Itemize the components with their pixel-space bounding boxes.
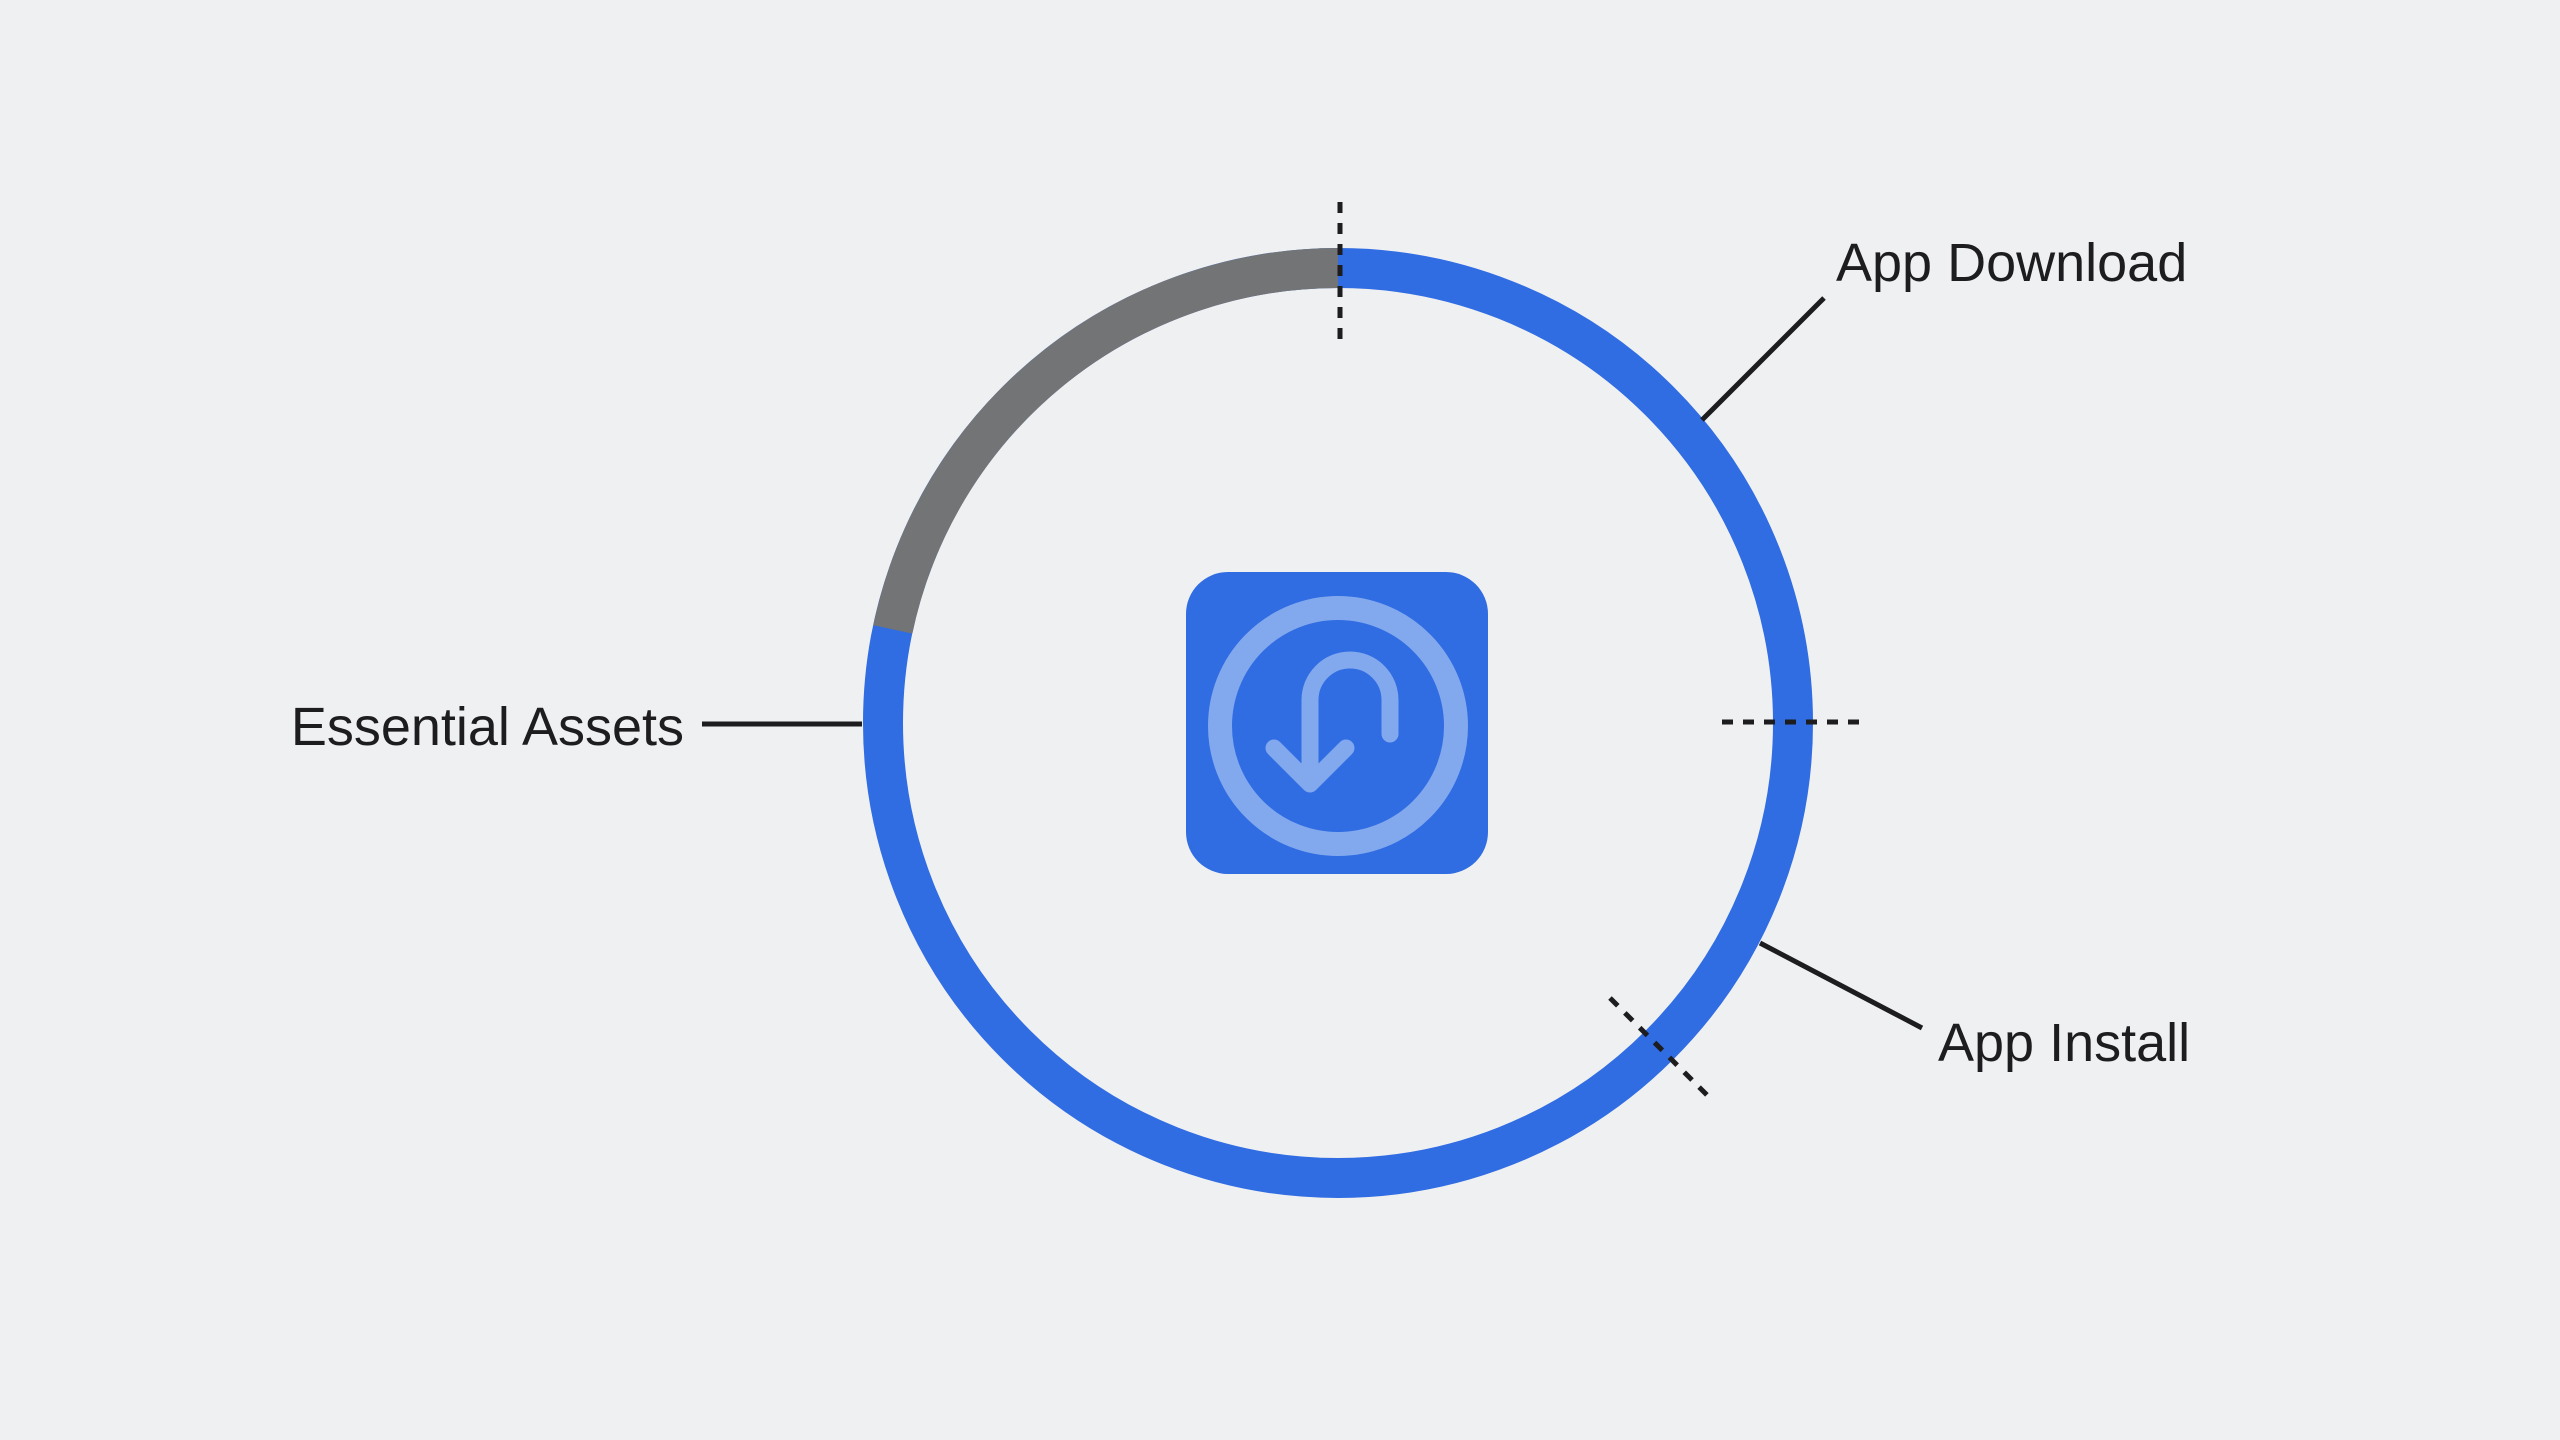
download-progress-app-icon [1186,572,1488,874]
label-app-download: App Download [1836,233,2187,293]
app-icon-ring [1208,596,1468,856]
label-essential-assets: Essential Assets [291,697,684,757]
leader-lines [702,296,1924,1031]
ring-remaining-arc [873,248,1339,634]
label-app-install: App Install [1938,1013,2190,1073]
marker-bottom-right [1608,996,1712,1100]
segment-markers [1337,202,1866,1100]
download-arrow-icon [1265,651,1399,793]
leader-line-app-download [1700,296,1826,422]
leader-line-app-install [1758,940,1924,1031]
